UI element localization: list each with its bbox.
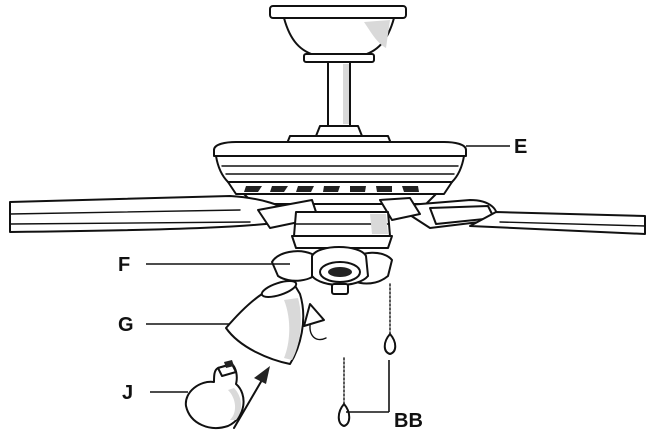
pull-chains: [337, 283, 397, 427]
switch-housing: [291, 211, 393, 249]
fan-blades: [9, 195, 646, 235]
rotation-arrow-icon: [303, 303, 327, 341]
callout-label-f: F: [118, 254, 130, 276]
callout-label-bb: BB: [394, 410, 423, 432]
motor-vents: [244, 186, 419, 192]
callout-label-g: G: [118, 314, 134, 336]
downrod: [315, 61, 363, 137]
detached-glass-shade: [225, 280, 305, 365]
callout-leaders: [146, 145, 510, 413]
callout-label-e: E: [514, 136, 527, 158]
install-arrow-icon: [233, 366, 270, 429]
light-kit-shades: [271, 246, 393, 295]
callout-label-j: J: [122, 382, 133, 404]
light-bulb: [184, 360, 245, 429]
ceiling-canopy: [269, 5, 407, 63]
motor-housing: [213, 135, 467, 205]
